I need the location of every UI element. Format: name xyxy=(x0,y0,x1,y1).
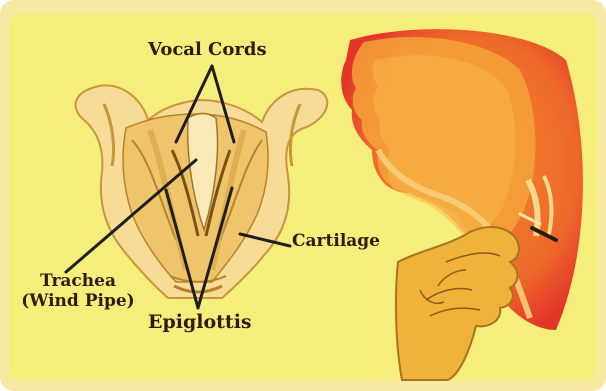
label-epiglottis: Epiglottis xyxy=(148,312,252,334)
label-vocal-cords: Vocal Cords xyxy=(148,40,267,61)
label-trachea: Trachea (Wind Pipe) xyxy=(12,272,144,311)
label-trachea-line1: Trachea xyxy=(12,272,144,292)
label-cartilage: Cartilage xyxy=(292,232,380,252)
label-trachea-line2: (Wind Pipe) xyxy=(12,292,144,312)
